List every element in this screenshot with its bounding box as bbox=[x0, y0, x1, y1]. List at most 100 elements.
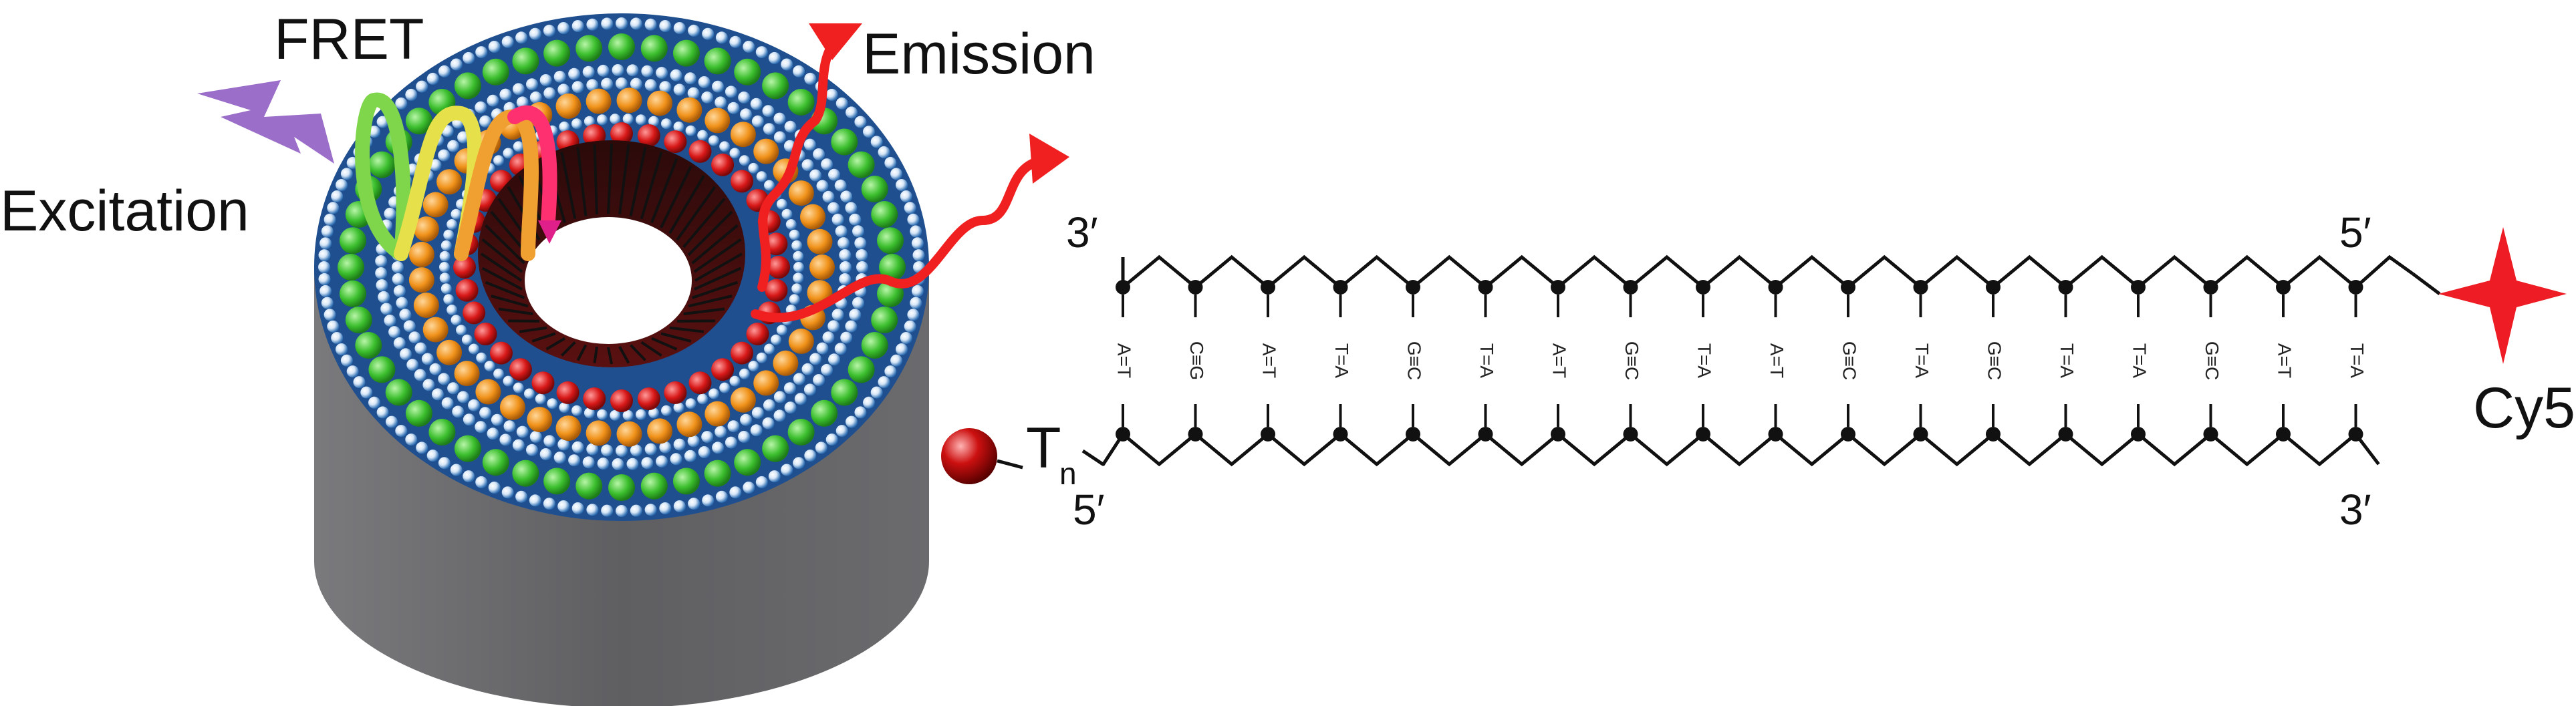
blue-bead bbox=[673, 83, 686, 96]
blue-bead bbox=[776, 198, 787, 210]
blue-bead bbox=[840, 190, 853, 203]
outer-blue-bead bbox=[319, 237, 332, 250]
orange-bead bbox=[704, 108, 731, 134]
outer-blue-bead bbox=[890, 168, 903, 180]
nucleotide-node bbox=[1116, 427, 1130, 442]
blue-bead bbox=[539, 448, 552, 460]
nucleotide-node bbox=[1188, 427, 1203, 442]
outer-blue-bead bbox=[912, 249, 925, 262]
blue-bead bbox=[487, 427, 499, 440]
outer-blue-bead bbox=[336, 343, 348, 355]
blue-bead bbox=[586, 443, 599, 456]
red-bead bbox=[453, 256, 476, 279]
blue-bead bbox=[656, 455, 668, 468]
blue-bead bbox=[839, 273, 852, 285]
outer-blue-bead bbox=[501, 35, 514, 48]
hole-lattice-strut bbox=[491, 295, 529, 308]
outer-blue-bead bbox=[870, 136, 883, 148]
outer-blue-bead bbox=[318, 261, 330, 273]
blue-bead bbox=[789, 294, 800, 305]
base-pair-label: C≡G bbox=[1186, 341, 1207, 380]
base-pair: G≡C bbox=[1622, 280, 1642, 442]
blue-bead bbox=[750, 424, 763, 437]
green-bead bbox=[385, 379, 412, 406]
outer-blue-bead bbox=[896, 343, 908, 355]
outer-blue-bead bbox=[904, 202, 916, 214]
blue-bead bbox=[834, 179, 847, 192]
blue-bead bbox=[612, 458, 624, 470]
blue-bead bbox=[793, 262, 804, 273]
blue-bead bbox=[684, 450, 696, 462]
base-pair: G≡C bbox=[2202, 280, 2222, 442]
blue-bead bbox=[816, 180, 829, 192]
blue-bead bbox=[813, 374, 825, 386]
blue-bead bbox=[447, 140, 460, 152]
outer-blue-bead bbox=[376, 406, 389, 419]
blue-bead bbox=[597, 409, 608, 420]
blue-bead bbox=[513, 141, 524, 152]
green-bead bbox=[787, 89, 815, 116]
blue-bead bbox=[446, 305, 458, 315]
hole-lattice-strut bbox=[531, 332, 556, 343]
outer-blue-bead bbox=[904, 320, 916, 333]
blue-bead bbox=[771, 334, 782, 345]
blue-bead bbox=[712, 442, 725, 454]
hole-lattice-strut bbox=[640, 341, 662, 357]
nucleotide-node bbox=[1913, 280, 1928, 295]
nucleotide-node bbox=[1261, 280, 1275, 295]
blue-bead bbox=[484, 361, 495, 372]
base-pair: A=T bbox=[1549, 280, 1570, 442]
hole-lattice-strut bbox=[688, 295, 733, 308]
blue-bead bbox=[393, 337, 406, 349]
blue-bead bbox=[443, 229, 455, 240]
blue-bead bbox=[375, 255, 388, 267]
red-bead bbox=[664, 130, 687, 154]
blue-bead bbox=[380, 303, 393, 315]
outer-blue-bead bbox=[910, 225, 922, 238]
nucleotide-node bbox=[1261, 427, 1275, 442]
blue-bead bbox=[461, 334, 473, 345]
outer-blue-bead bbox=[368, 396, 380, 409]
outer-blue-bead bbox=[331, 190, 344, 202]
green-bead bbox=[672, 468, 700, 495]
outer-blue-bead bbox=[755, 476, 768, 488]
hole-lattice-strut bbox=[693, 238, 742, 273]
green-bead bbox=[640, 35, 668, 62]
base-pair-label: A=T bbox=[1259, 343, 1280, 378]
blue-bead bbox=[626, 458, 639, 470]
hole-lattice-strut bbox=[629, 147, 647, 216]
base-pair: A=T bbox=[1114, 280, 1135, 442]
blue-bead bbox=[529, 91, 542, 104]
nucleotide-node bbox=[1696, 280, 1710, 295]
blue-bead bbox=[712, 80, 725, 93]
blue-bead bbox=[429, 363, 442, 375]
hole-lattice-strut bbox=[660, 332, 692, 343]
hole-lattice-strut bbox=[618, 144, 630, 215]
outer-blue-bead bbox=[878, 376, 890, 389]
orange-bead bbox=[422, 192, 448, 218]
blue-bead bbox=[751, 115, 764, 128]
outer-blue-bead bbox=[529, 494, 541, 507]
blue-bead bbox=[626, 64, 639, 77]
blue-bead bbox=[763, 123, 775, 136]
blue-bead bbox=[673, 402, 684, 413]
outer-blue-bead bbox=[405, 433, 418, 446]
green-bead bbox=[575, 35, 603, 62]
green-bead bbox=[811, 399, 838, 427]
outer-blue-bead bbox=[318, 249, 331, 262]
hole-lattice-strut bbox=[694, 252, 743, 282]
blue-bead bbox=[740, 413, 753, 426]
blue-bead bbox=[392, 261, 404, 273]
nucleotide-node bbox=[1913, 427, 1928, 442]
blue-bead bbox=[729, 148, 741, 159]
outer-blue-bead bbox=[835, 425, 848, 437]
hole-lattice-strut bbox=[691, 224, 739, 264]
blue-bead bbox=[701, 91, 714, 104]
outer-blue-bead bbox=[321, 297, 334, 309]
emission-arrow-icon bbox=[751, 35, 1047, 323]
outer-blue-bead bbox=[438, 65, 450, 77]
blue-bead bbox=[715, 425, 727, 438]
blue-bead bbox=[571, 405, 582, 416]
blue-bead bbox=[610, 409, 621, 421]
